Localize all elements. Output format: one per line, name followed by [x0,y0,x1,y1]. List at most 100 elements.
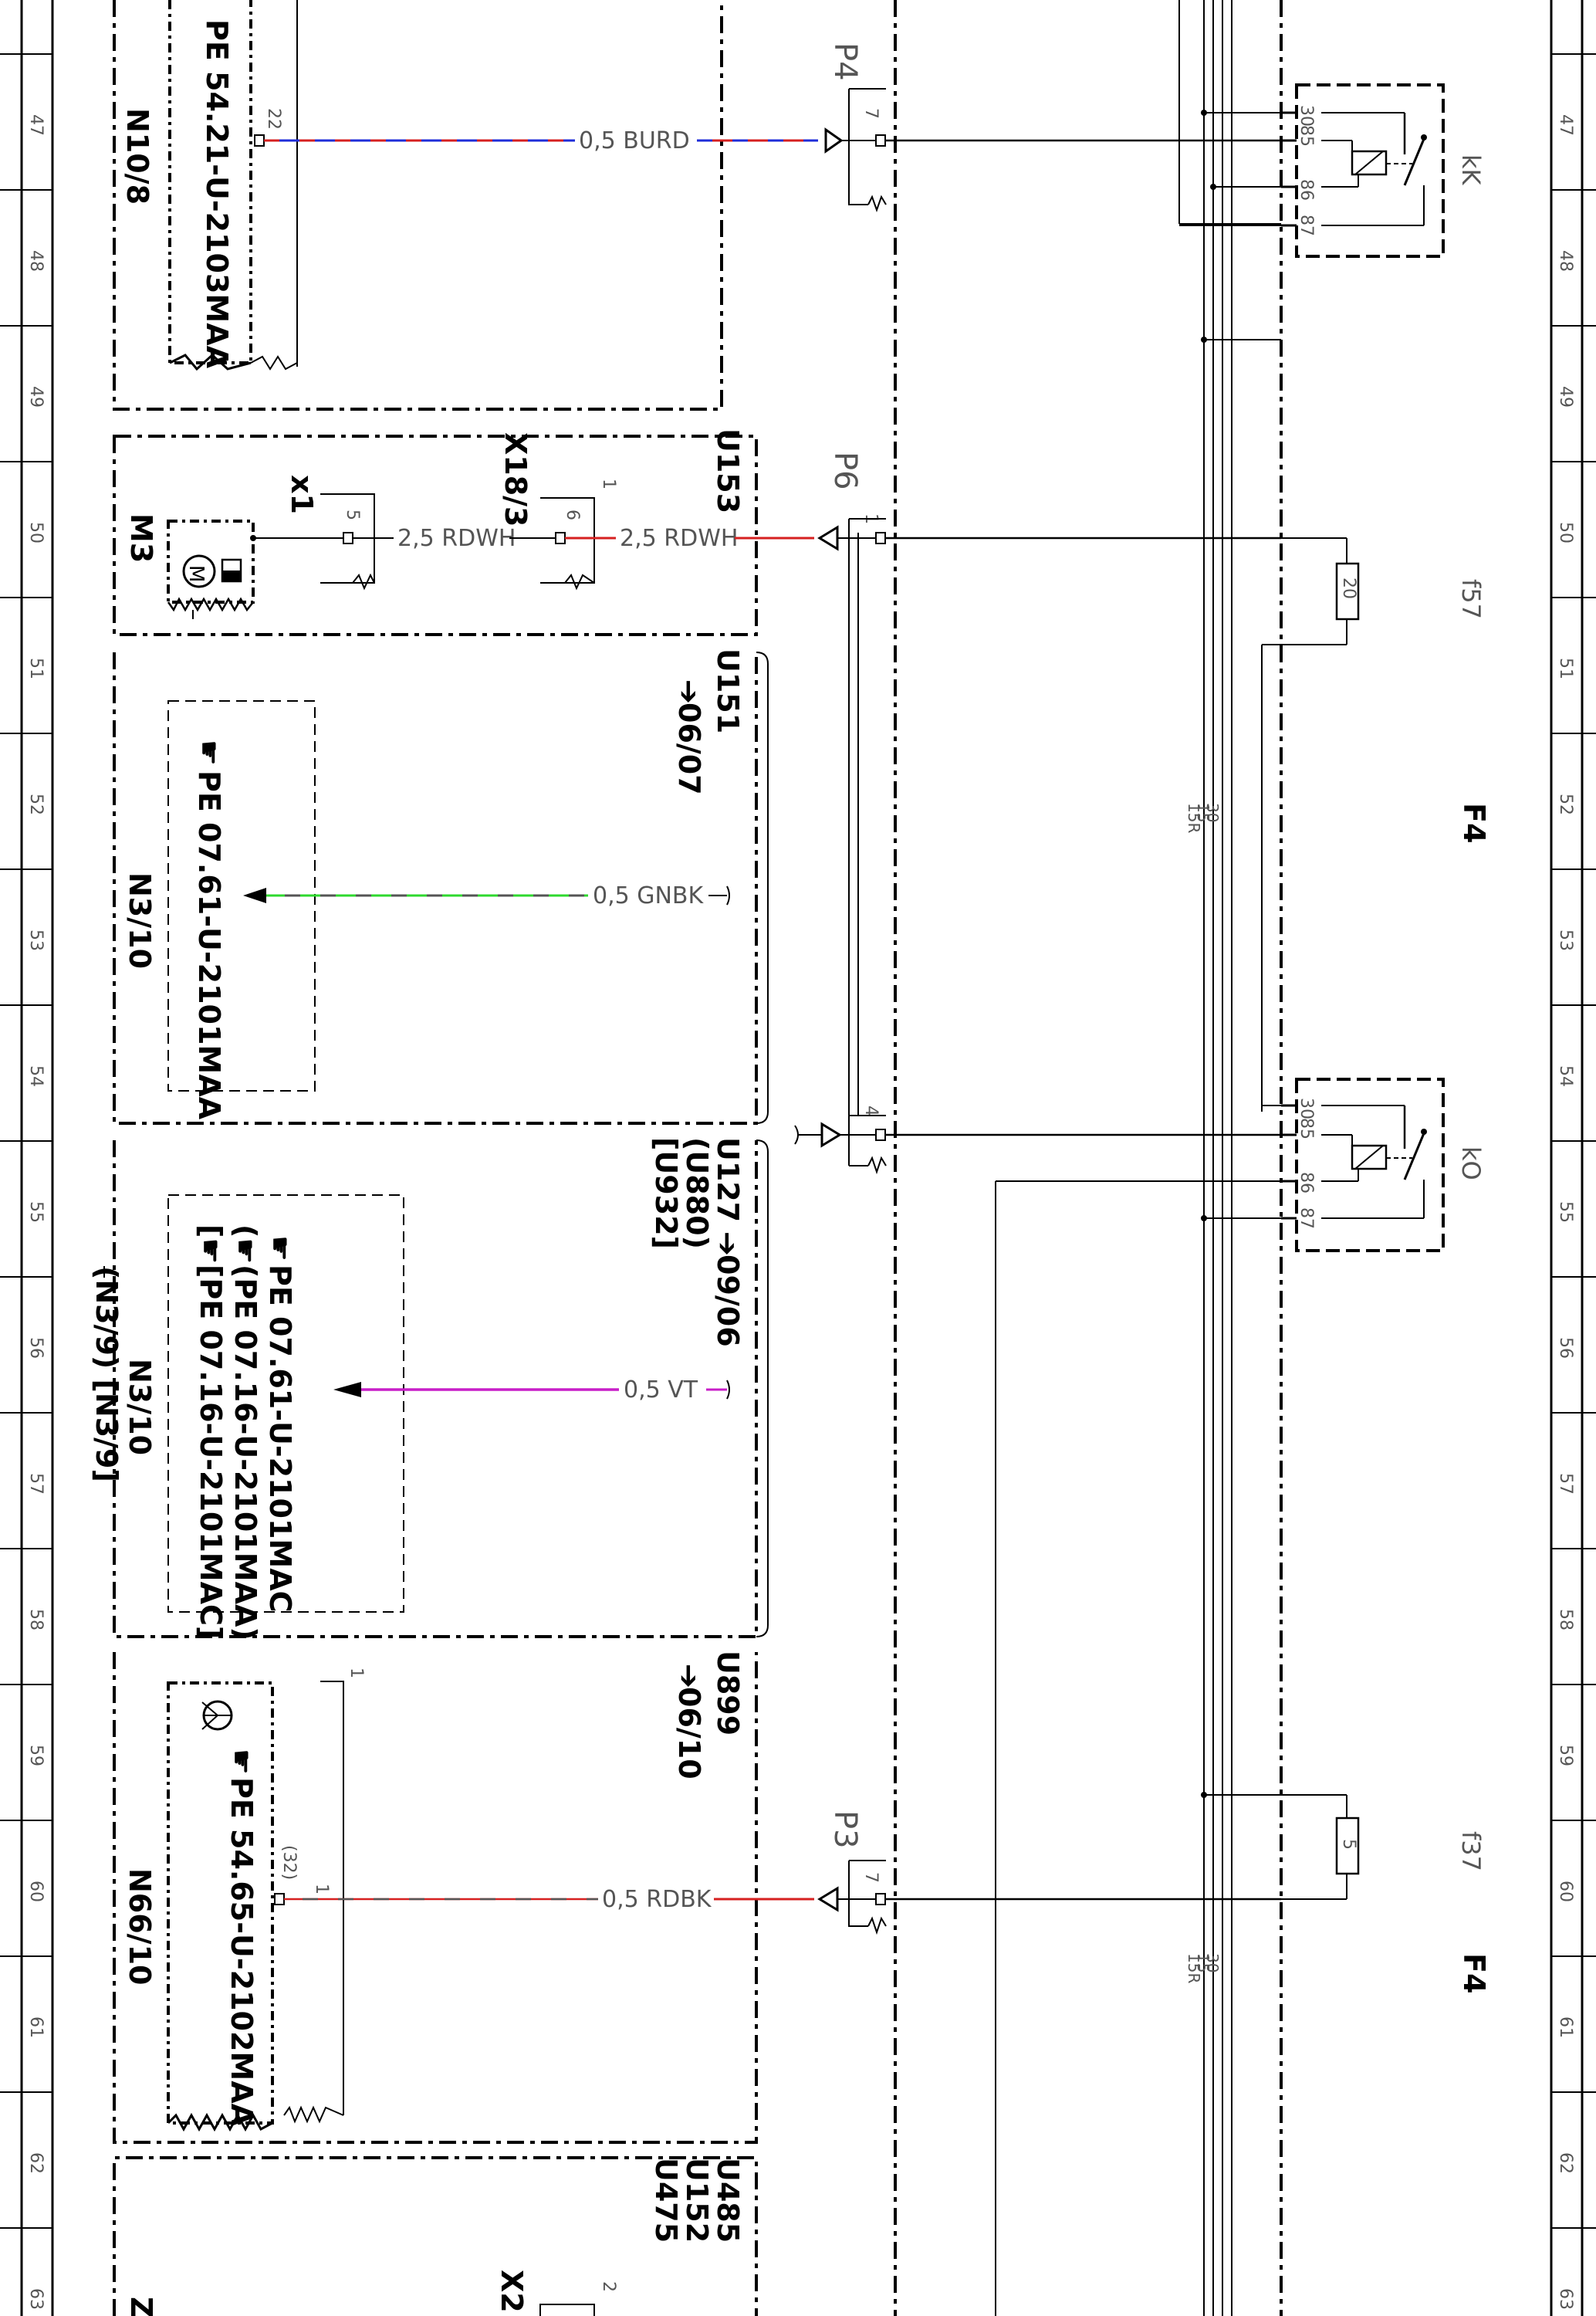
ruler-number-left: 55 [26,1201,46,1223]
wire-label: 0,5 BURD [579,127,690,154]
pin-number-alt: (32) [279,1845,299,1880]
fuse-rating: 20 [1339,577,1358,599]
module-u127: U127 (U880) [U932] ➔ 09/06 ☛ PE 07.61-U-… [90,1137,769,1640]
variant-code: U485 [711,2158,745,2243]
fuse-id: f37 [1456,1831,1486,1871]
fuse-box-id: F4 [1457,803,1491,843]
ruler-number-right: 60 [1556,1881,1575,1902]
page-ref-arrow: ➔ [672,1664,706,1688]
relay-pin-86: 86 [1297,179,1316,201]
ruler-number-left: 48 [26,250,46,272]
ruler-number-left: 61 [26,2016,46,2038]
fuse-rating: 5 [1339,1839,1358,1850]
variant-code-alt: (U880) [680,1137,714,1249]
module-u485: U485 U152 U475 X2 2 Z [113,2156,758,2316]
variant-code: U153 [711,428,745,513]
relay-id: kK [1456,154,1486,186]
pin-number: 1 [312,1884,331,1894]
relay-kk: 30 85 86 87 kK [1179,83,1486,343]
fuse-box-id: F4 [1457,1953,1491,1993]
pe-reference-3: [PE 07.16-U-2101MAC] [194,1265,228,1639]
ruler-number-right: 52 [1556,794,1575,815]
bus-label-15: 15 [1194,1953,1212,1972]
pe-reference: PE 54.21-U-2103MAA [200,19,234,369]
fuse-f37: 5 f37 [1201,1792,1486,1900]
variant-code: U127 [711,1137,745,1222]
variant-code: U899 [711,1651,745,1735]
component-id: N3/10 [123,1359,157,1455]
ruler-number-right: 59 [1556,1745,1575,1766]
hand-icon: (☛ [228,1224,262,1264]
ruler-number-right: 53 [1556,929,1575,951]
ruler-number-right: 61 [1556,2016,1575,2038]
pin-number: 22 [264,108,283,130]
ruler-number-left: 59 [26,1745,46,1766]
relay-pin-85: 85 [1297,125,1316,147]
page-reference: 06/10 [672,1687,706,1779]
pe-reference: PE 54.65-U-2102MAA [225,1777,259,2127]
plug-pin: 4 [861,1106,881,1116]
ruler-number-left: 57 [26,1473,46,1495]
wire-label: 0,5 VT [624,1376,698,1403]
fuse-id: f57 [1456,579,1486,619]
bus-label-15: 15 [1194,803,1212,822]
ruler-number-right: 57 [1556,1473,1575,1495]
bus-label-15r: 15R [1185,803,1203,833]
plug-id: P4 [827,42,863,81]
ruler-number-left: 49 [26,386,46,408]
fuse-f57: 20 f57 [1261,537,1486,1112]
ruler-number-left: 62 [26,2152,46,2174]
relay-pin-85: 85 [1297,1118,1316,1139]
ruler-number-left: 56 [26,1337,46,1359]
ruler-number-right: 55 [1556,1201,1575,1223]
ruler-number-right: 58 [1556,1609,1575,1630]
pin-number: 5 [343,510,362,520]
ruler-number-right: 62 [1556,2152,1575,2174]
hand-icon: ☛ [225,1749,259,1775]
pe-reference-2: (PE 07.16-U-2101MAA) [228,1265,262,1640]
pe-reference: PE 07.61-U-2101MAA [192,770,226,1120]
bus-label-a: 15R 15 30 [1185,803,1222,833]
ruler-number-right: 47 [1556,114,1575,136]
ruler-number-left: 53 [26,929,46,951]
wire-label: 0,5 RDBK [602,1886,712,1913]
ruler-number-right: 51 [1556,658,1575,679]
bus-label-15r: 15R [1185,1953,1203,1983]
hand-icon: ☛ [192,740,226,766]
component-id: N3/10 [123,872,157,969]
relay-pin-30: 30 [1297,1098,1316,1119]
relay-pin-30: 30 [1297,105,1316,127]
plug-p4: P4 7 [827,42,887,213]
page-ref-arrow: ➔ [711,1231,745,1256]
bus-label-30: 30 [1203,1953,1222,1972]
ruler-number-right: 48 [1556,250,1575,272]
ruler-number-left: 54 [26,1065,46,1087]
pin-number: 6 [563,510,582,520]
wire-label: 0,5 GNBK [593,882,705,909]
plug-p3: P3 7 [827,1810,887,1935]
ruler-number-left: 50 [26,522,46,543]
pe-box [167,1194,404,1613]
svg-text:M: M [184,565,208,582]
page-ref-arrow: ➔ [672,679,706,704]
motor-m3-box [167,520,255,604]
component-id: N66/10 [123,1868,157,1985]
module-u151: U151 ➔ 06/07 ☛ PE 07.61-U-2101MAA N3/10 … [113,648,769,1125]
ruler-number-right: 49 [1556,386,1575,408]
bus-label-30: 30 [1203,803,1222,822]
wire-label: 2,5 RDWH [397,525,516,552]
ruler-number-left: 51 [26,658,46,679]
plug-pin-4: 4 [794,1106,1281,1175]
ruler-number-right: 54 [1556,1065,1575,1087]
ruler-number-left: 52 [26,794,46,815]
variant-code-alt: U152 [680,2158,714,2243]
variant-code: U151 [711,648,745,733]
ruler-number-right: 56 [1556,1337,1575,1359]
ruler-number-right: 63 [1556,2288,1575,2310]
pin-number: 2 [599,2281,618,2292]
pin-number-top: 1 [347,1668,366,1678]
plug-p6: P6 1 [827,452,886,1116]
plug-pin: 7 [861,1872,881,1883]
